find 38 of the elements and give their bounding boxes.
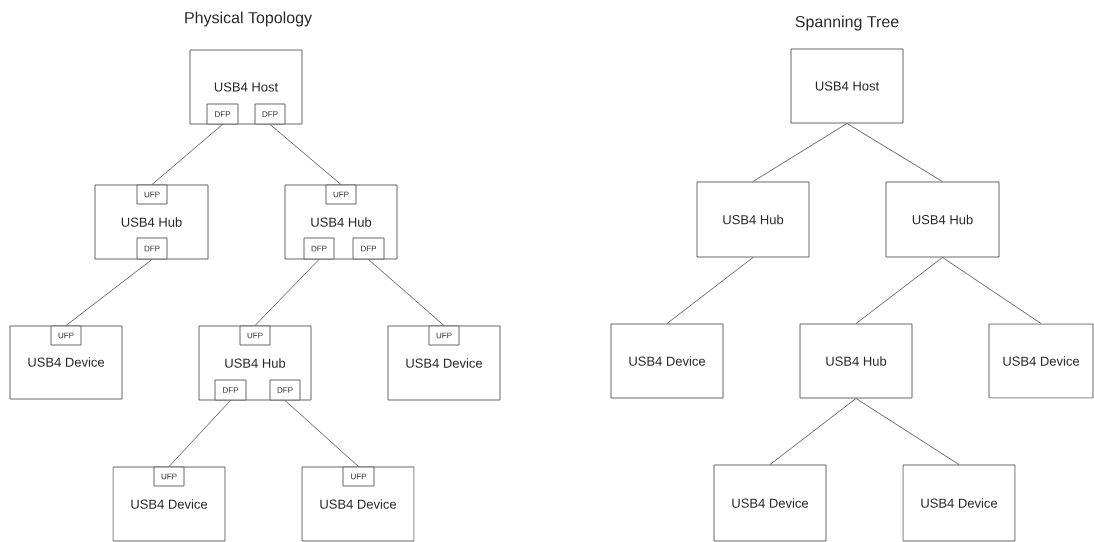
port-box: DFP	[206, 103, 239, 125]
port-box: UFP	[136, 184, 168, 205]
connector-line	[284, 400, 359, 467]
connector-line	[752, 123, 848, 182]
port-box: DFP	[352, 237, 385, 260]
connector-line	[855, 257, 943, 324]
port-box: UFP	[239, 325, 271, 346]
hub-box: USB4 Hub	[799, 323, 913, 399]
port-box: UFP	[50, 325, 82, 346]
host-box: USB4 Host	[790, 48, 904, 124]
port-box: DFP	[303, 237, 335, 260]
connector-line	[254, 259, 320, 326]
port-box: DFP	[254, 103, 286, 125]
connector-line	[666, 257, 754, 324]
port-box: DFP	[214, 379, 247, 401]
connector-line	[151, 124, 223, 185]
connector-line	[855, 398, 960, 465]
connector-line	[769, 398, 857, 465]
port-box: UFP	[153, 466, 185, 487]
connector-line	[168, 400, 231, 467]
device-box: USB4 Device	[713, 464, 827, 542]
port-box: UFP	[342, 466, 375, 487]
hub-box: USB4 Hub	[696, 181, 810, 258]
section-heading: Physical Topology	[185, 11, 312, 27]
connector-line	[846, 123, 943, 182]
port-box: DFP	[136, 237, 168, 260]
port-box: UFP	[325, 184, 357, 205]
device-box: USB4 Device	[902, 464, 1016, 542]
section-heading: Spanning Tree	[795, 15, 899, 31]
device-box: USB4 Device	[988, 323, 1094, 399]
connector-line	[65, 259, 153, 326]
port-box: UFP	[428, 325, 460, 346]
device-box: USB4 Device	[610, 323, 724, 399]
port-box: DFP	[269, 379, 301, 401]
hub-box: USB4 Hub	[885, 181, 1000, 258]
connector-line	[269, 124, 342, 185]
connector-line	[942, 257, 1042, 324]
connector-line	[368, 259, 445, 326]
